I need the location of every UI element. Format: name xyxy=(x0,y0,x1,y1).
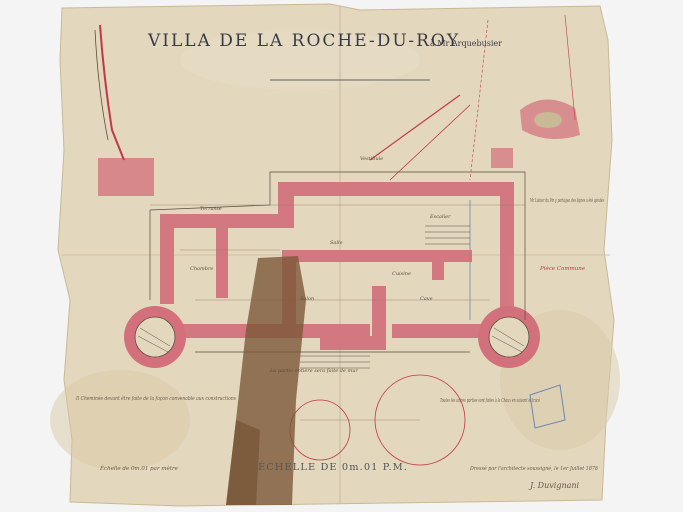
paper-stain xyxy=(180,30,420,90)
bottom-left-note: Échelle de 0m.01 par mètre xyxy=(99,464,179,472)
room-label: Salle xyxy=(330,240,343,246)
staircase xyxy=(300,225,470,369)
dimension-lines xyxy=(150,204,525,421)
right-upper-note: Mr Latour du Pin y partagea des lignes a… xyxy=(529,197,604,204)
plan-subtitle: à Mr Arquebusier xyxy=(430,39,502,48)
paper-stain xyxy=(50,370,190,470)
cornice-profile xyxy=(99,24,125,161)
tape-strip xyxy=(226,420,260,505)
room-label: Chambre xyxy=(190,266,213,272)
floor-plan xyxy=(160,182,514,350)
tower-left xyxy=(124,306,186,368)
wall-section-detail xyxy=(98,158,154,196)
room-label: Terrasse xyxy=(200,206,222,212)
plan-title: VILLA DE LA ROCHE-DU-ROY xyxy=(147,31,460,51)
tower-right xyxy=(478,306,540,368)
terrace-outline xyxy=(149,171,526,353)
room-label: Salon xyxy=(300,296,314,302)
date-note: Dressé par l'architecte soussigné, le 1e… xyxy=(469,465,598,472)
red-annotation-stroke xyxy=(369,94,461,161)
red-annotation-stroke xyxy=(564,14,576,121)
tower-detail-sketch xyxy=(534,112,562,128)
center-note: La partie entière sera faite de mur xyxy=(269,367,358,374)
right-note: Toutes les autres parties sont faites à … xyxy=(440,397,540,404)
scale-label: ÉCHELLE DE 0m.01 P.M. xyxy=(258,461,408,473)
room-label: Cuisine xyxy=(392,271,411,277)
red-annotation-stroke xyxy=(389,104,471,181)
red-annotation-stroke xyxy=(469,19,489,181)
red-right-note: Pièce Commune xyxy=(539,265,586,272)
blue-sketch xyxy=(529,384,566,429)
signature: J. Duvignani xyxy=(528,481,580,490)
room-label: Vestibule xyxy=(360,156,383,162)
cornice-profile xyxy=(94,29,109,141)
left-note: Il Cheminée devant être faite de la faço… xyxy=(75,395,236,402)
small-section-detail xyxy=(491,148,513,168)
room-label: Cave xyxy=(420,296,433,302)
room-label: Escalier xyxy=(429,214,451,220)
